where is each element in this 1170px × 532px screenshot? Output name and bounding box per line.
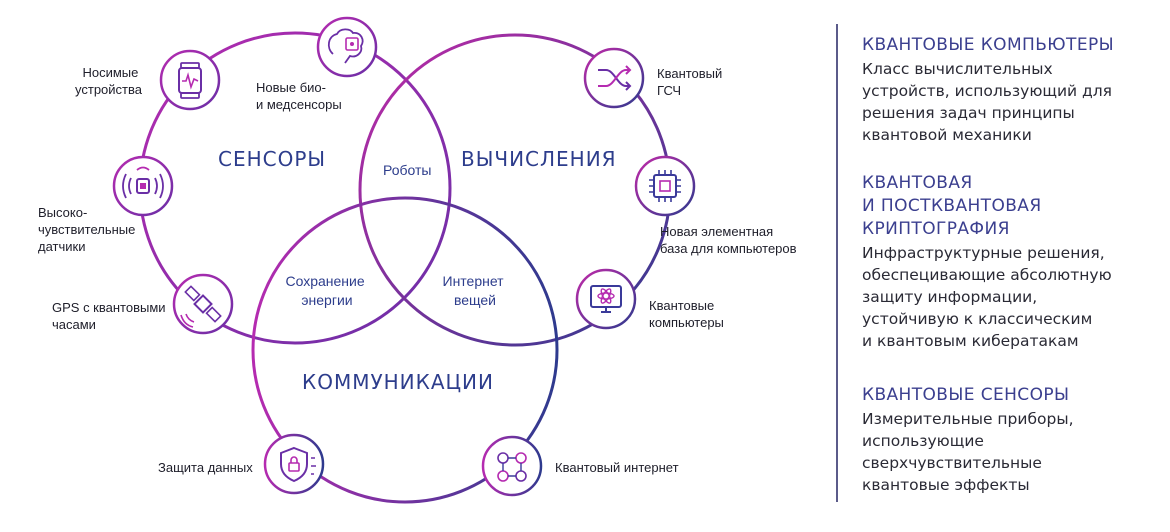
sensors-title: СЕНСОРЫ [218, 147, 326, 171]
energy-label-line1: Сохранение [285, 273, 364, 289]
iot-label: Интернет вещей [443, 273, 508, 308]
qrng-label: Квантовый ГСЧ [657, 66, 726, 98]
quantum-internet-label: Квантовый интернет [555, 460, 679, 475]
definition-title: КВАНТОВЫЕ СЕНСОРЫ [862, 385, 1070, 405]
energy-label: Сохранение энергии [285, 273, 368, 308]
robots-label: Роботы [383, 162, 431, 178]
microchip-icon [634, 155, 696, 217]
definition-text: Инфраструктурные решения, обеспецивающие… [862, 244, 1112, 350]
definition-quantum-sensors: КВАНТОВЫЕ СЕНСОРЫ Измерительные приборы,… [862, 384, 1074, 496]
network-people-icon [481, 435, 543, 497]
biosensors-label: Новые био- и медсенсоры [256, 80, 342, 112]
definition-cryptography: КВАНТОВАЯ И ПОСТКВАНТОВАЯ КРИПТОГРАФИЯ И… [862, 172, 1112, 352]
energy-label-line2: энергии [301, 292, 352, 308]
definitions-panel: КВАНТОВЫЕ КОМПЬЮТЕРЫ Класс вычислительны… [836, 24, 1168, 502]
shield-lock-icon [263, 433, 325, 495]
element-base-label: Новая элементная база для компьютеров [660, 224, 797, 256]
data-protection-label: Защита данных [158, 460, 253, 475]
smartwatch-icon [159, 49, 221, 111]
computing-title: ВЫЧИСЛЕНИЯ [461, 147, 617, 171]
wearables-label: Носимые устройства [75, 65, 143, 97]
satellite-icon [172, 273, 234, 335]
shuffle-icon [583, 47, 645, 109]
quantum-computers-label: Квантовые компьютеры [649, 298, 724, 330]
communications-title: КОММУНИКАЦИИ [302, 370, 494, 394]
brain-chip-icon [316, 16, 378, 78]
iot-label-line1: Интернет [443, 273, 505, 289]
definition-text: Измерительные приборы, использующие свер… [862, 410, 1074, 494]
communications-circle [251, 196, 559, 504]
sensor-signal-icon [112, 155, 174, 217]
definition-title: КВАНТОВАЯ И ПОСТКВАНТОВАЯ КРИПТОГРАФИЯ [862, 173, 1042, 239]
venn-diagram: СЕНСОРЫ ВЫЧИСЛЕНИЯ КОММУНИКАЦИИ Роботы С… [38, 16, 797, 504]
iot-label-line2: вещей [454, 292, 496, 308]
definition-quantum-computers: КВАНТОВЫЕ КОМПЬЮТЕРЫ Класс вычислительны… [862, 34, 1114, 146]
definition-text: Класс вычислительных устройств, использу… [862, 60, 1112, 144]
monitor-atom-icon [575, 268, 637, 330]
definition-title: КВАНТОВЫЕ КОМПЬЮТЕРЫ [862, 35, 1115, 55]
gps-label: GPS с квантовыми часами [52, 300, 169, 332]
sensitive-sensors-label: Высоко- чувствительные датчики [38, 205, 139, 254]
